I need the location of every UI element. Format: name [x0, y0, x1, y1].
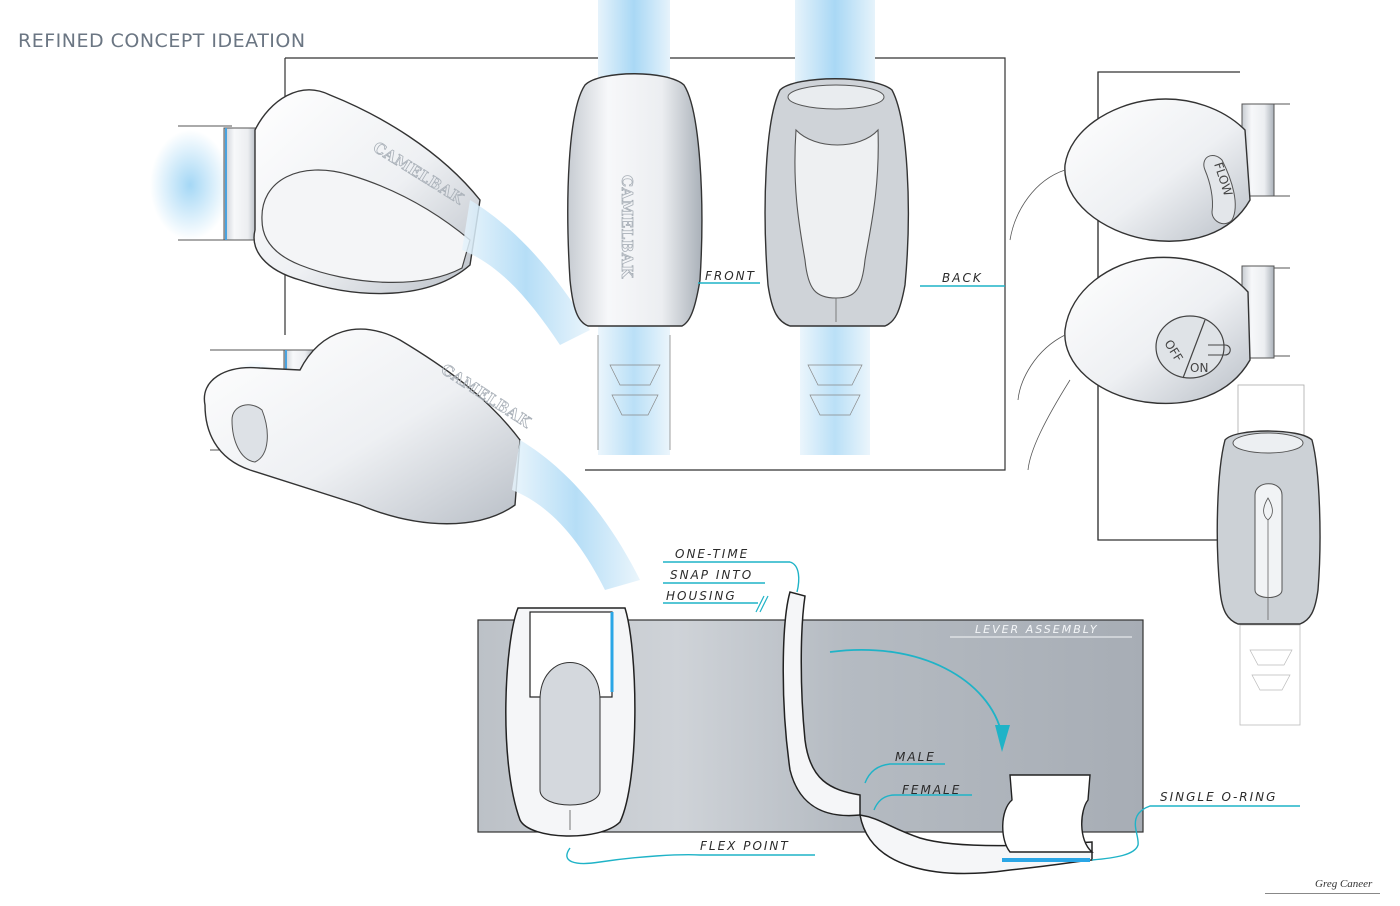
svg-text:MALE: MALE	[895, 750, 936, 764]
callout-female: FEMALE	[873, 783, 972, 811]
right-back-view	[1216, 384, 1321, 726]
on-off-valve-view: OFF ON	[1017, 256, 1290, 471]
callout-male: MALE	[864, 750, 945, 784]
brand-logo: CAMELBAK	[618, 175, 636, 279]
front-label: FRONT	[705, 269, 756, 283]
side-view-upper: CAMELBAK	[150, 89, 590, 345]
on-label: ON	[1190, 361, 1208, 375]
svg-text:ONE-TIME: ONE-TIME	[675, 547, 749, 561]
svg-text:SINGLE O-RING: SINGLE O-RING	[1160, 790, 1277, 804]
svg-text:FEMALE: FEMALE	[902, 783, 961, 797]
signature: Greg Caneer	[1315, 878, 1373, 890]
flow-valve-view: FLOW	[1009, 98, 1290, 242]
page-title: REFINED CONCEPT IDEATION	[18, 30, 306, 52]
callout-snap-housing: ONE-TIME SNAP INTO HOUSING	[663, 547, 800, 613]
lever-assembly-label: LEVER ASSEMBLY	[975, 623, 1099, 636]
back-view: BACK	[764, 0, 1005, 455]
svg-text:HOUSING: HOUSING	[666, 589, 737, 603]
callout-o-ring: SINGLE O-RING	[1091, 790, 1300, 861]
side-view-lower: CAMELBAK	[203, 328, 640, 590]
signature-line	[1265, 893, 1380, 894]
lever-assembly-panel: LEVER ASSEMBLY	[477, 591, 1144, 875]
svg-text:SNAP INTO: SNAP INTO	[670, 568, 753, 582]
callout-flex-point: FLEX POINT	[566, 839, 815, 865]
svg-text:FLEX POINT: FLEX POINT	[700, 839, 790, 853]
front-view: CAMELBAK FRONT	[567, 0, 760, 455]
back-label: BACK	[942, 271, 983, 285]
